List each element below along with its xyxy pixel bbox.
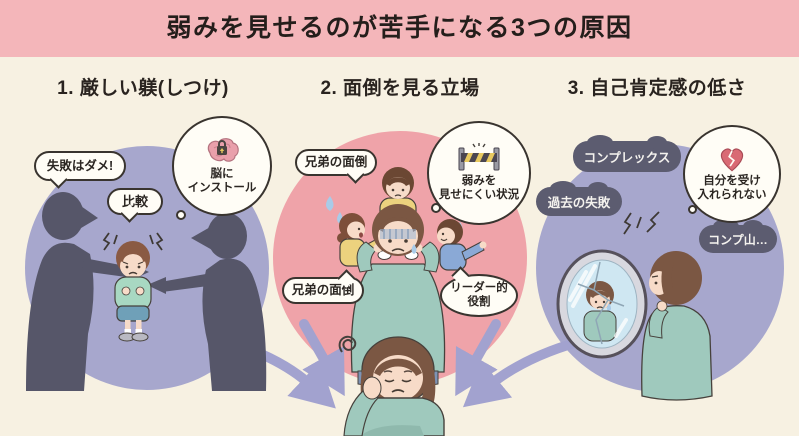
cloud-bubble-complex: コンプレックス [573, 135, 681, 172]
speech-bubble-siblings-care-bottom: 兄弟の面倒 [282, 277, 364, 304]
barrier-icon [458, 143, 500, 171]
cloud-bubble-past-failures: 過去の失敗 [536, 181, 622, 216]
thought-tail [688, 205, 697, 214]
arrow-left-inner [299, 319, 345, 397]
thought-label: 脳に インストール [187, 168, 257, 194]
crack-marks-icon [623, 211, 660, 235]
scared-child [114, 241, 152, 342]
thought-bubble-cant-accept-self: 自分を受け 入れられない [683, 125, 781, 223]
clinging-boy [437, 219, 487, 271]
frustration-scribble-icon [338, 335, 357, 353]
section-heading-1: 1. 厳しい躾(しつけ) [57, 78, 229, 99]
distressed-woman-center [338, 335, 445, 436]
speech-bubble-comparison: 比較 [107, 188, 163, 215]
thought-tail [176, 210, 186, 220]
cloud-bubble-complex-mutter: コンプ山… [699, 219, 777, 253]
speech-bubble-siblings-care-top: 兄弟の面倒 [295, 149, 377, 176]
title-banner: 弱みを見せるのが苦手になる3つの原因 [0, 0, 799, 57]
scolding-adult-left [26, 192, 149, 391]
section-heading-3: 3. 自己肯定感の低さ [567, 78, 747, 99]
speech-bubble-leader-role: リーダー的 役割 [440, 274, 518, 317]
broken-heart-icon [720, 148, 744, 172]
arrow-from-cause3 [462, 337, 583, 408]
scolding-adult-right [147, 213, 267, 391]
arrow-right-inner [455, 319, 501, 397]
thought-bubble-hard-to-show-weakness: 弱みを 見せにくい状況 [427, 121, 531, 225]
anger-marks-icon [102, 232, 164, 251]
poster-title: 弱みを見せるのが苦手になる3つの原因 [166, 14, 633, 42]
thought-bubble-brain-install: 脳に インストール [172, 116, 272, 216]
speech-bubble-no-failure: 失敗はダメ! [34, 151, 126, 181]
cracked-mirror [556, 249, 648, 359]
thought-label: 自分を受け 入れられない [697, 174, 767, 201]
brain-lock-icon [207, 138, 239, 162]
thought-tail [431, 203, 441, 213]
thought-label: 弱みを 見せにくい状況 [438, 175, 520, 201]
section-heading-2: 2. 面倒を見る立場 [320, 78, 480, 99]
woman-at-mirror [641, 251, 713, 401]
